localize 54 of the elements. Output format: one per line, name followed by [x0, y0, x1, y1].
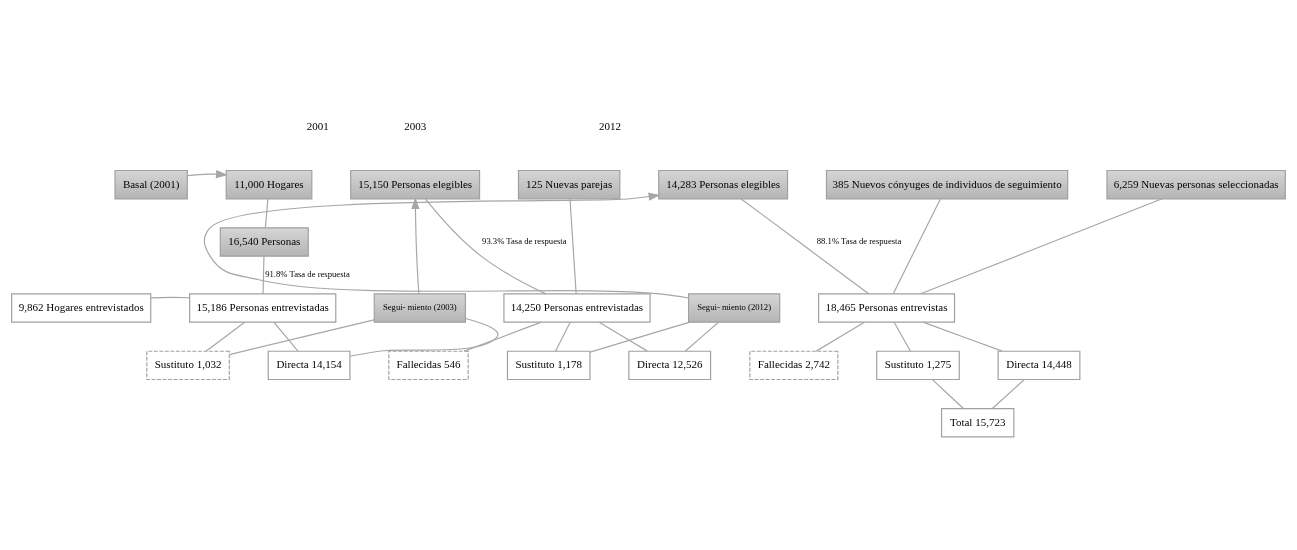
node-box: Sustituto 1,178	[506, 350, 591, 381]
node-box: Directa 12,526	[628, 350, 712, 381]
arrow	[411, 197, 420, 295]
label: 2001	[306, 120, 329, 133]
node-box: Segui- miento (2012)	[688, 293, 781, 323]
connector	[273, 321, 299, 352]
connector	[920, 198, 1163, 295]
node-box: 125 Nuevas parejas	[517, 169, 621, 200]
connector	[349, 317, 499, 357]
connector	[892, 198, 941, 295]
edge-label: 93.3% Tasa de respuesta	[482, 236, 567, 247]
node-box: 16,540 Personas	[219, 227, 309, 257]
node-box: Sustituto 1,032	[146, 350, 230, 381]
label: 2003	[404, 120, 427, 133]
node-box: Basal (2001)	[114, 169, 188, 200]
node-box: 14,250 Personas entrevistadas	[503, 293, 651, 323]
label: 2012	[599, 120, 621, 133]
node-box: 6,259 Nuevas personas seleccionadas	[1106, 169, 1286, 200]
node-box: Total 15,723	[941, 408, 1015, 438]
connector	[815, 321, 865, 352]
connector	[228, 319, 375, 356]
node-box: Segui- miento (2003)	[373, 293, 466, 323]
node-box: 11,000 Hogares	[225, 169, 313, 200]
node-box: 15,150 Personas elegibles	[350, 169, 481, 200]
connector	[922, 321, 1003, 352]
connector	[569, 198, 577, 295]
arrow	[203, 192, 690, 299]
connector	[598, 321, 648, 352]
connector	[205, 321, 246, 352]
connector	[991, 379, 1025, 410]
connector	[589, 321, 691, 353]
node-box: Sustituto 1,275	[876, 350, 960, 381]
node-box: Fallecidas 546	[388, 350, 469, 381]
edge-label: 88.1% Tasa de respuesta	[816, 236, 902, 247]
node-box: 9,862 Hogares entrevistados	[11, 293, 152, 323]
connector	[684, 321, 720, 352]
node-box: 14,283 Personas elegibles	[658, 169, 789, 200]
edge-label: 91.8% Tasa de respuesta	[265, 269, 350, 280]
connector	[463, 321, 542, 352]
connector	[424, 198, 547, 295]
connector	[554, 321, 571, 352]
connector	[262, 255, 265, 295]
node-box: Fallecidas 2,742	[749, 350, 839, 381]
node-box: 385 Nuevos cónyuges de individuos de seguimiento	[825, 169, 1069, 200]
node-box: Directa 14,448	[997, 350, 1081, 381]
node-box: Directa 14,154	[267, 350, 351, 381]
node-box: 18,465 Personas entrevistas	[818, 293, 956, 323]
connector	[150, 296, 190, 299]
connector	[931, 379, 964, 410]
connector	[264, 198, 269, 229]
arrow	[186, 170, 228, 179]
connector	[740, 198, 870, 295]
node-box: 15,186 Personas entrevistadas	[189, 293, 337, 323]
connector	[893, 321, 912, 352]
